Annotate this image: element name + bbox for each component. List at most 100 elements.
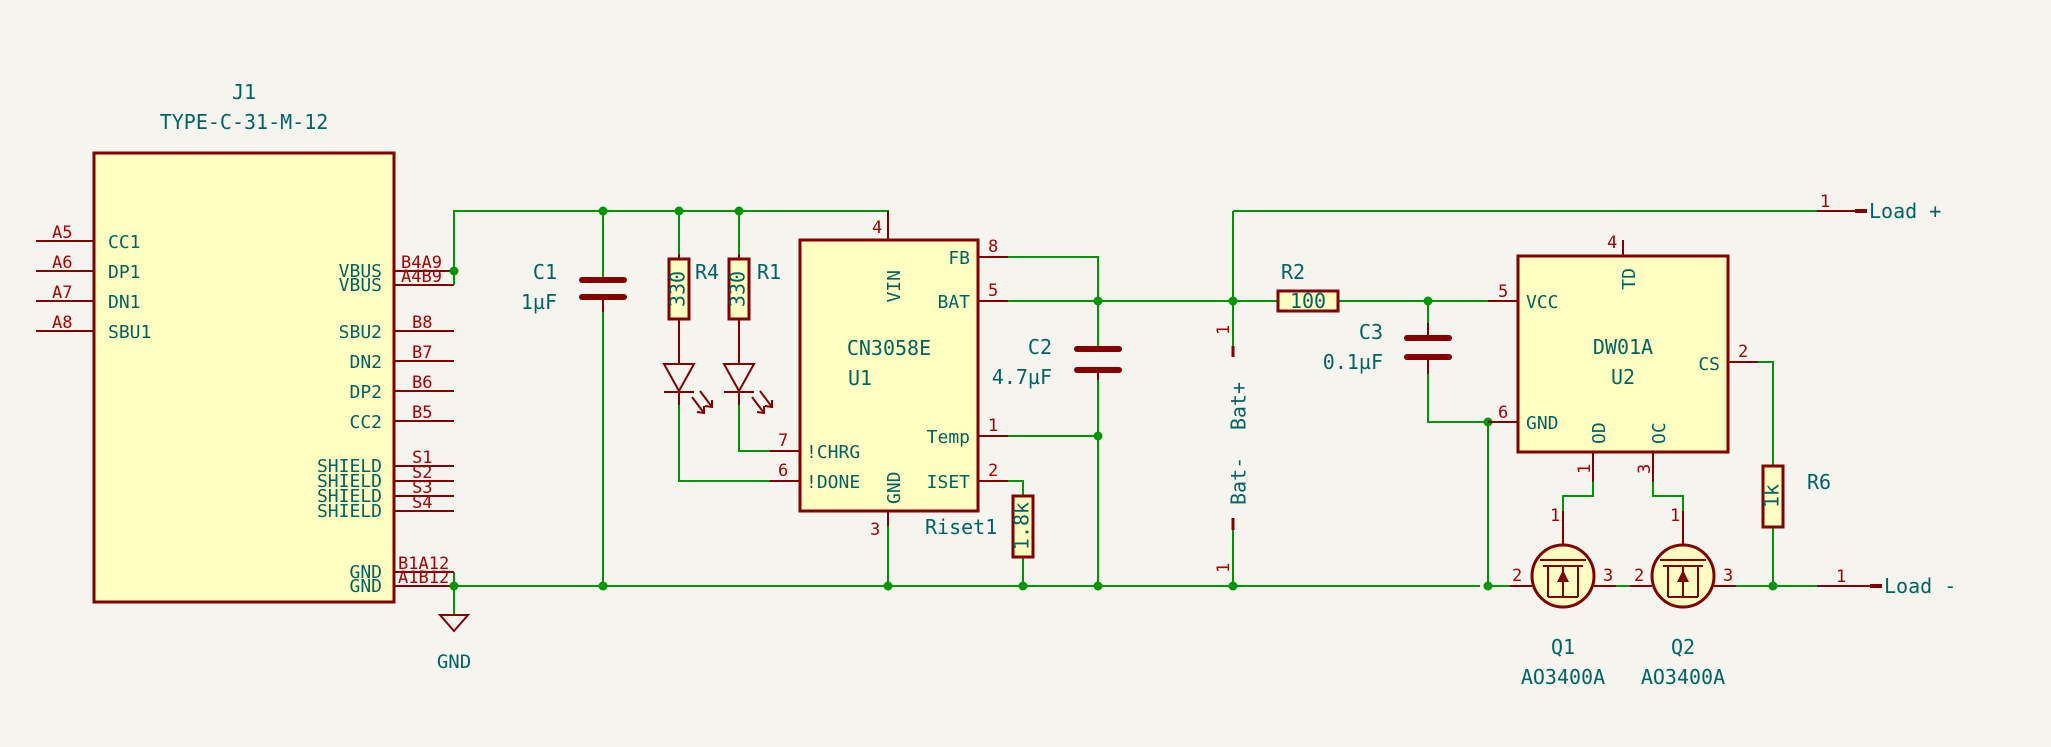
r6-value: 1k xyxy=(1760,484,1784,508)
bat-minus-pin: 1 xyxy=(1214,563,1234,573)
capacitor-c3[interactable]: C3 0.1µF xyxy=(1323,320,1452,374)
led-chrg[interactable] xyxy=(662,363,713,415)
u2-pin-oc: OC xyxy=(1649,422,1670,444)
ic-u1[interactable]: CN3058E U1 4 VIN 8 FB 5 BAT 1 Temp 2 ISE… xyxy=(770,211,1008,540)
u1-pin-chrg-num: 7 xyxy=(778,431,788,451)
r4-value: 330 xyxy=(666,271,690,307)
r1-ref: R1 xyxy=(757,260,781,284)
c2-value: 4.7µF xyxy=(992,365,1052,389)
j1-ref: J1 xyxy=(232,80,256,104)
q2-source-num: 2 xyxy=(1634,566,1644,586)
riset-ref: Riset1 xyxy=(925,515,997,539)
junction-dots xyxy=(449,206,1778,591)
load-minus-terminal[interactable]: 1 Load - xyxy=(1817,567,1956,598)
j1-pin-sbu1: SBU1 xyxy=(108,322,151,343)
resistor-r1[interactable]: 330 R1 xyxy=(726,254,782,364)
j1-pin-s2: S2 xyxy=(412,463,432,483)
c3-ref: C3 xyxy=(1359,320,1383,344)
u2-pin-od: OD xyxy=(1589,422,1610,444)
u2-pin-gnd-num: 6 xyxy=(1498,403,1508,423)
load-plus-label: Load + xyxy=(1869,199,1941,223)
bat-plus-label: Bat+ xyxy=(1227,382,1251,430)
j1-pin-a4b9: A4B9 xyxy=(401,267,442,287)
u1-pin-fb: FB xyxy=(948,248,970,269)
u2-pin-vcc-num: 5 xyxy=(1498,282,1508,302)
u1-pin-bat: BAT xyxy=(937,292,970,313)
u1-pin-chrg: !CHRG xyxy=(806,442,860,463)
j1-pin-dp2: DP2 xyxy=(349,382,382,403)
u2-pin-vcc: VCC xyxy=(1526,292,1559,313)
led-done[interactable] xyxy=(722,363,773,415)
j1-pin-a6: A6 xyxy=(52,253,72,273)
u1-pin-iset: ISET xyxy=(927,472,971,493)
q2-drain-num: 3 xyxy=(1723,566,1733,586)
c1-ref: C1 xyxy=(533,260,557,284)
resistor-r4[interactable]: 330 R4 xyxy=(666,254,720,364)
u2-body xyxy=(1516,254,1730,454)
j1-pin-dn1: DN1 xyxy=(108,292,141,313)
j1-pin-b6: B6 xyxy=(412,373,432,393)
u2-pin-oc-num: 3 xyxy=(1635,464,1655,474)
u1-pin-fb-num: 8 xyxy=(988,237,998,257)
mosfet-arrow-icon xyxy=(1557,570,1569,582)
r1-value: 330 xyxy=(726,271,750,307)
r4-ref: R4 xyxy=(695,260,719,284)
q2-value: AO3400A xyxy=(1641,665,1725,689)
load-plus-terminal[interactable]: 1 Load + xyxy=(1817,192,1941,223)
resistor-riset1[interactable]: 1.8k Riset1 xyxy=(925,494,1035,559)
j1-pin-sbu2: SBU2 xyxy=(339,322,382,343)
u2-value: DW01A xyxy=(1593,335,1653,359)
j1-value: TYPE-C-31-M-12 xyxy=(160,110,329,134)
mosfet-q2[interactable]: 1 2 3 Q2 AO3400A xyxy=(1630,506,1736,689)
c1-value: 1µF xyxy=(521,290,557,314)
load-minus-pin: 1 xyxy=(1836,567,1846,587)
j1-pin-a1b12: A1B12 xyxy=(398,568,449,588)
j1-left-pins xyxy=(36,240,94,332)
j1-pin-vbus-2: VBUS xyxy=(339,275,382,296)
c3-value: 0.1µF xyxy=(1323,350,1383,374)
j1-pin-a5: A5 xyxy=(52,223,72,243)
resistor-r2[interactable]: 100 R2 xyxy=(1276,260,1340,313)
q1-source-num: 2 xyxy=(1512,566,1522,586)
led-icon xyxy=(722,363,756,394)
j1-body xyxy=(92,151,396,604)
j1-pin-b4a9: B4A9 xyxy=(401,253,442,273)
mosfet-arrow-icon xyxy=(1677,570,1689,582)
u1-pin-iset-num: 2 xyxy=(988,461,998,481)
resistor-r6[interactable]: 1k R6 xyxy=(1760,464,1832,529)
u2-pin-gnd: GND xyxy=(1526,413,1559,434)
j1-pin-vbus-1: VBUS xyxy=(339,261,382,282)
bat-minus-label: Bat- xyxy=(1227,457,1251,505)
led-icon xyxy=(662,363,696,394)
j1-pin-shield-3: SHIELD xyxy=(317,486,382,507)
ground-icon xyxy=(437,614,471,633)
capacitor-c1[interactable]: C1 1µF xyxy=(521,260,627,314)
load-minus-label: Load - xyxy=(1884,574,1956,598)
riset-value: 1.8k xyxy=(1010,502,1034,550)
j1-pin-b7: B7 xyxy=(412,343,432,363)
j1-pin-b5: B5 xyxy=(412,403,432,423)
q1-value: AO3400A xyxy=(1521,665,1605,689)
capacitor-c2[interactable]: C2 4.7µF xyxy=(992,335,1122,389)
gnd-label: GND xyxy=(437,651,471,673)
mosfet-q1[interactable]: 1 2 3 Q1 AO3400A xyxy=(1510,506,1616,689)
battery-connector[interactable]: 1 1 Bat+ Bat- xyxy=(1214,325,1251,573)
j1-pin-a7: A7 xyxy=(52,283,72,303)
q1-drain-num: 3 xyxy=(1603,566,1613,586)
u2-pin-td-num: 4 xyxy=(1607,233,1617,253)
r6-ref: R6 xyxy=(1807,470,1831,494)
u1-pin-done-num: 6 xyxy=(778,461,788,481)
u1-pin-bat-num: 5 xyxy=(988,281,998,301)
j1-pin-s3: S3 xyxy=(412,478,432,498)
u1-pin-vin: VIN xyxy=(884,270,905,303)
q2-ref: Q2 xyxy=(1671,635,1695,659)
ic-u2[interactable]: DW01A U2 5 VCC 6 GND 4 TD 2 CS 1 OD 3 OC xyxy=(1488,233,1758,482)
j1-pin-cc2: CC2 xyxy=(349,412,382,433)
j1-pin-b8: B8 xyxy=(412,313,432,333)
u1-pin-temp-num: 1 xyxy=(988,416,998,436)
j1-pin-a8: A8 xyxy=(52,313,72,333)
j1-pin-s1: S1 xyxy=(412,448,432,468)
connector-j1[interactable]: J1 TYPE-C-31-M-12 A5 A6 A7 A8 CC1 DP1 DN… xyxy=(36,80,454,604)
j1-pin-dp1: DP1 xyxy=(108,262,141,283)
